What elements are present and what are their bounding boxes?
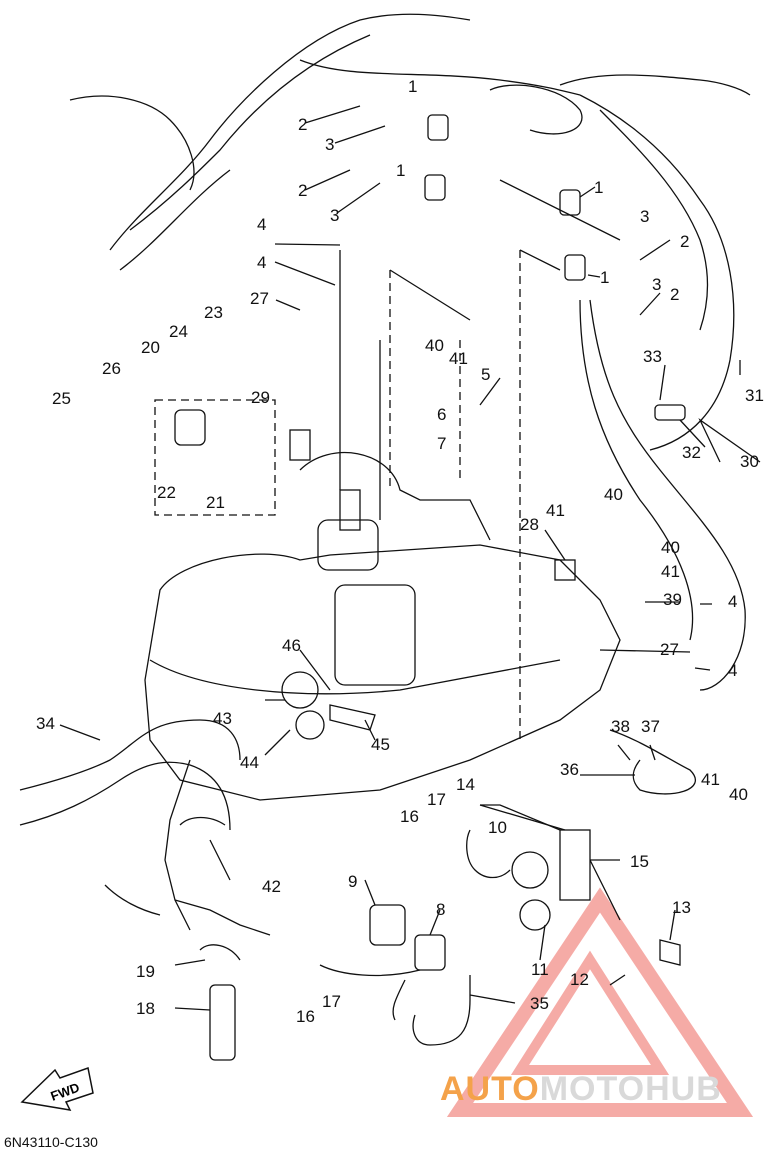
callout-30: 30 xyxy=(740,452,759,471)
callout-1: 1 xyxy=(396,161,405,180)
callout-3: 3 xyxy=(325,135,334,154)
diagram-code: 6N43110-C130 xyxy=(4,1134,98,1150)
callout-5: 5 xyxy=(481,365,490,384)
callout-41: 41 xyxy=(701,770,720,789)
callout-26: 26 xyxy=(102,359,121,378)
callout-3: 3 xyxy=(640,207,649,226)
callout-45: 45 xyxy=(371,735,390,754)
callout-34: 34 xyxy=(36,714,55,733)
callout-6: 6 xyxy=(437,405,446,424)
callout-1: 1 xyxy=(408,77,417,96)
callout-3: 3 xyxy=(652,275,661,294)
callout-7: 7 xyxy=(437,434,446,453)
callout-41: 41 xyxy=(546,501,565,520)
callout-46: 46 xyxy=(282,636,301,655)
callout-4: 4 xyxy=(257,253,266,272)
callout-28: 28 xyxy=(520,515,539,534)
callout-labels: 1 1 1 1 2 2 2 2 3 3 3 3 4 4 4 4 5 6 7 8 … xyxy=(36,77,764,1026)
callout-27: 27 xyxy=(250,289,269,308)
fwd-arrow-icon: FWD xyxy=(20,1067,94,1111)
callout-36: 36 xyxy=(560,760,579,779)
callout-21: 21 xyxy=(206,493,225,512)
callout-24: 24 xyxy=(169,322,188,341)
callout-41: 41 xyxy=(661,562,680,581)
callout-2: 2 xyxy=(298,115,307,134)
callout-3: 3 xyxy=(330,206,339,225)
callout-43: 43 xyxy=(213,709,232,728)
callout-31: 31 xyxy=(745,386,764,405)
callout-25: 25 xyxy=(52,389,71,408)
callout-18: 18 xyxy=(136,999,155,1018)
watermark-logo xyxy=(446,887,754,1117)
callout-22: 22 xyxy=(157,483,176,502)
callout-44: 44 xyxy=(240,753,259,772)
callout-33: 33 xyxy=(643,347,662,366)
watermark-text: AUTOMOTOHUB xyxy=(440,1070,722,1109)
callout-17: 17 xyxy=(322,992,341,1011)
callout-35: 35 xyxy=(530,994,549,1013)
callout-13: 13 xyxy=(672,898,691,917)
callout-8: 8 xyxy=(436,900,445,919)
watermark-hub: HUB xyxy=(645,1070,722,1108)
callout-4: 4 xyxy=(728,661,737,680)
callout-4: 4 xyxy=(728,592,737,611)
callout-37: 37 xyxy=(641,717,660,736)
callout-20: 20 xyxy=(141,338,160,357)
callout-42: 42 xyxy=(262,877,281,896)
callout-29: 29 xyxy=(251,388,270,407)
callout-10: 10 xyxy=(488,818,507,837)
callout-40: 40 xyxy=(425,336,444,355)
callout-40: 40 xyxy=(604,485,623,504)
callout-12: 12 xyxy=(570,970,589,989)
callout-4: 4 xyxy=(257,215,266,234)
callout-1: 1 xyxy=(600,268,609,287)
line-art xyxy=(19,13,761,1061)
callout-41: 41 xyxy=(449,349,468,368)
callout-40: 40 xyxy=(729,785,748,804)
callout-2: 2 xyxy=(680,232,689,251)
callout-2: 2 xyxy=(670,285,679,304)
callout-23: 23 xyxy=(204,303,223,322)
callout-27: 27 xyxy=(660,640,679,659)
callout-1: 1 xyxy=(594,178,603,197)
callout-40: 40 xyxy=(661,538,680,557)
callout-9: 9 xyxy=(348,872,357,891)
watermark-moto: MOTO xyxy=(539,1070,646,1108)
callout-39: 39 xyxy=(663,590,682,609)
callout-15: 15 xyxy=(630,852,649,871)
callout-38: 38 xyxy=(611,717,630,736)
callout-16: 16 xyxy=(400,807,419,826)
callout-14: 14 xyxy=(456,775,475,794)
callout-11: 11 xyxy=(531,960,549,979)
callout-32: 32 xyxy=(682,443,701,462)
callout-2: 2 xyxy=(298,181,307,200)
callout-17: 17 xyxy=(427,790,446,809)
watermark-auto: AUTO xyxy=(440,1070,540,1108)
callout-16: 16 xyxy=(296,1007,315,1026)
callout-19: 19 xyxy=(136,962,155,981)
